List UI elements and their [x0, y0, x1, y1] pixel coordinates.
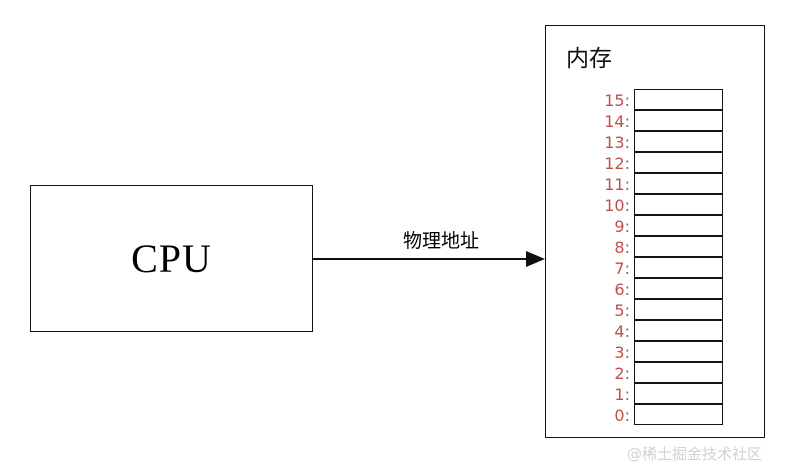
memory-cell-index: 10:	[604, 195, 630, 215]
memory-cell-row: 4:	[546, 320, 766, 342]
memory-cell-slot	[634, 215, 723, 237]
memory-cell-slot	[634, 320, 723, 342]
memory-cell-index: 15:	[604, 90, 630, 110]
memory-cell-index: 11:	[604, 174, 630, 194]
physical-address-arrow: 物理地址	[313, 231, 545, 280]
memory-cell-row: 12:	[546, 152, 766, 174]
memory-cell-row: 6:	[546, 278, 766, 300]
memory-cell-index: 4:	[614, 321, 630, 341]
memory-cell-row: 1:	[546, 383, 766, 405]
memory-cell-index: 14:	[604, 111, 630, 131]
memory-cell-index: 8:	[614, 237, 630, 257]
memory-cell-row: 5:	[546, 299, 766, 321]
cpu-box: CPU	[30, 185, 313, 332]
memory-cell-slot	[634, 257, 723, 279]
memory-cell-row: 2:	[546, 362, 766, 384]
memory-cell-index: 0:	[614, 405, 630, 425]
memory-cell-slot	[634, 194, 723, 216]
arrow-icon	[313, 251, 545, 267]
memory-cell-slot	[634, 152, 723, 174]
memory-cell-slot	[634, 341, 723, 363]
memory-cell-index: 9:	[614, 216, 630, 236]
memory-cell-slot	[634, 110, 723, 132]
watermark: @稀土掘金技术社区	[627, 445, 763, 463]
memory-cell-slot	[634, 131, 723, 153]
memory-cell-row: 8:	[546, 236, 766, 258]
memory-cell-index: 5:	[614, 300, 630, 320]
memory-cell-slot	[634, 173, 723, 195]
memory-cell-slot	[634, 236, 723, 258]
memory-cell-row: 9:	[546, 215, 766, 237]
memory-cell-index: 1:	[614, 384, 630, 404]
memory-cell-index: 7:	[614, 258, 630, 278]
cpu-label: CPU	[131, 235, 212, 281]
memory-cell-list: 15:14:13:12:11:10:9:8:7:6:5:4:3:2:1:0:	[546, 89, 766, 426]
memory-cell-index: 12:	[604, 153, 630, 173]
memory-box: 内存 15:14:13:12:11:10:9:8:7:6:5:4:3:2:1:0…	[545, 25, 765, 438]
memory-cell-row: 10:	[546, 194, 766, 216]
memory-cell-slot	[634, 362, 723, 384]
memory-cell-slot	[634, 89, 723, 111]
memory-cell-row: 11:	[546, 173, 766, 195]
memory-cell-index: 2:	[614, 363, 630, 383]
memory-cell-slot	[634, 404, 723, 426]
memory-cell-row: 14:	[546, 110, 766, 132]
memory-cell-row: 7:	[546, 257, 766, 279]
arrow-label: 物理地址	[402, 231, 479, 252]
memory-cell-row: 15:	[546, 89, 766, 111]
memory-cell-index: 3:	[614, 342, 630, 362]
memory-cell-slot	[634, 383, 723, 405]
memory-cell-slot	[634, 278, 723, 300]
memory-cell-row: 13:	[546, 131, 766, 153]
memory-cell-slot	[634, 299, 723, 321]
memory-cell-index: 13:	[604, 132, 630, 152]
memory-cell-index: 6:	[614, 279, 630, 299]
memory-title: 内存	[566, 46, 612, 71]
memory-cell-row: 0:	[546, 404, 766, 426]
memory-cell-row: 3:	[546, 341, 766, 363]
